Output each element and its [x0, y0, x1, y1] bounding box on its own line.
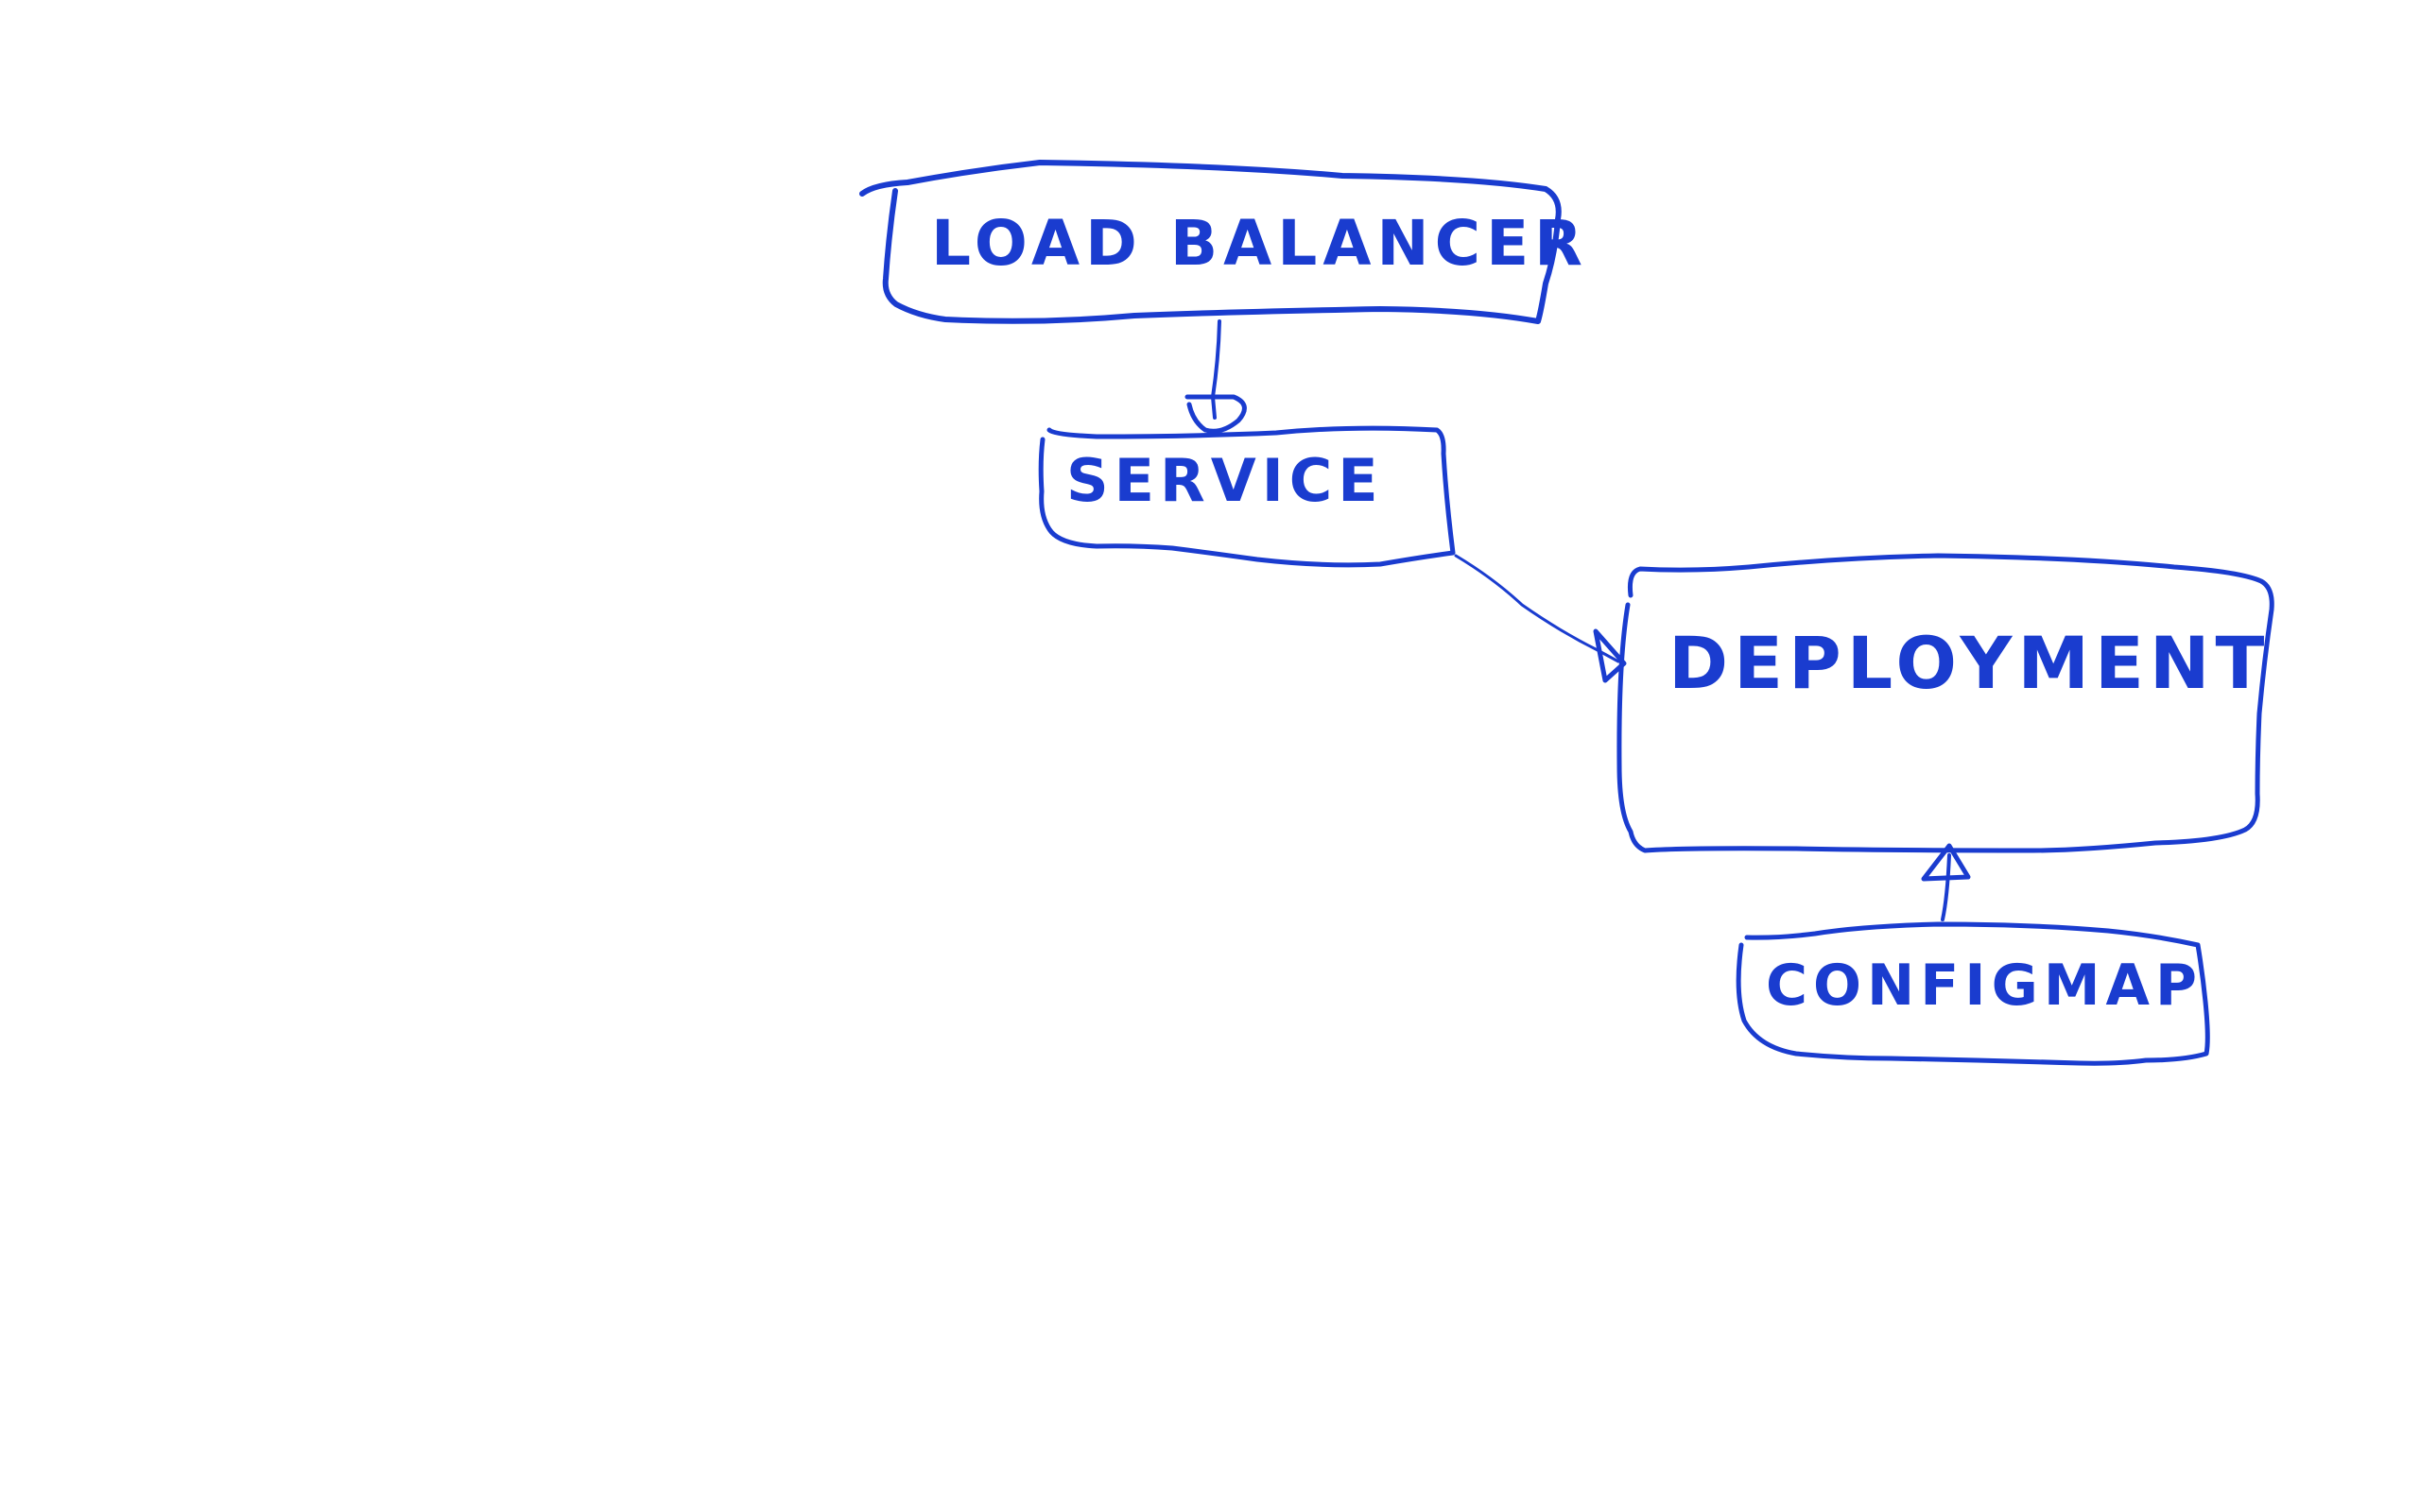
configmap-label: CONFIGMAP: [1766, 953, 2203, 1019]
edge-line: [1211, 319, 1221, 420]
triangle-arrowhead-icon: [1593, 628, 1627, 683]
edge-load-balancer-to-service: [1184, 319, 1247, 434]
edge-service-to-deployment: [1454, 554, 1627, 683]
node-load-balancer[interactable]: LOAD BALANCER: [859, 160, 1588, 324]
configmap-box: [1736, 921, 2210, 1066]
service-box: [1038, 425, 1456, 568]
edge-line: [1454, 554, 1620, 663]
half-circle-arrowhead-icon: [1184, 394, 1247, 434]
node-deployment[interactable]: DEPLOYMENT: [1616, 553, 2274, 853]
deployment-box: [1616, 553, 2274, 853]
load-balancer-box: [859, 160, 1562, 324]
node-configmap[interactable]: CONFIGMAP: [1736, 921, 2210, 1066]
deployment-label: DEPLOYMENT: [1668, 621, 2270, 705]
edge-configmap-to-deployment: [1921, 843, 1971, 921]
load-balancer-label: LOAD BALANCER: [931, 207, 1588, 280]
service-label: SERVICE: [1066, 446, 1384, 515]
triangle-arrowhead-icon: [1921, 843, 1971, 882]
node-service[interactable]: SERVICE: [1038, 425, 1456, 568]
edge-line: [1941, 853, 1951, 921]
